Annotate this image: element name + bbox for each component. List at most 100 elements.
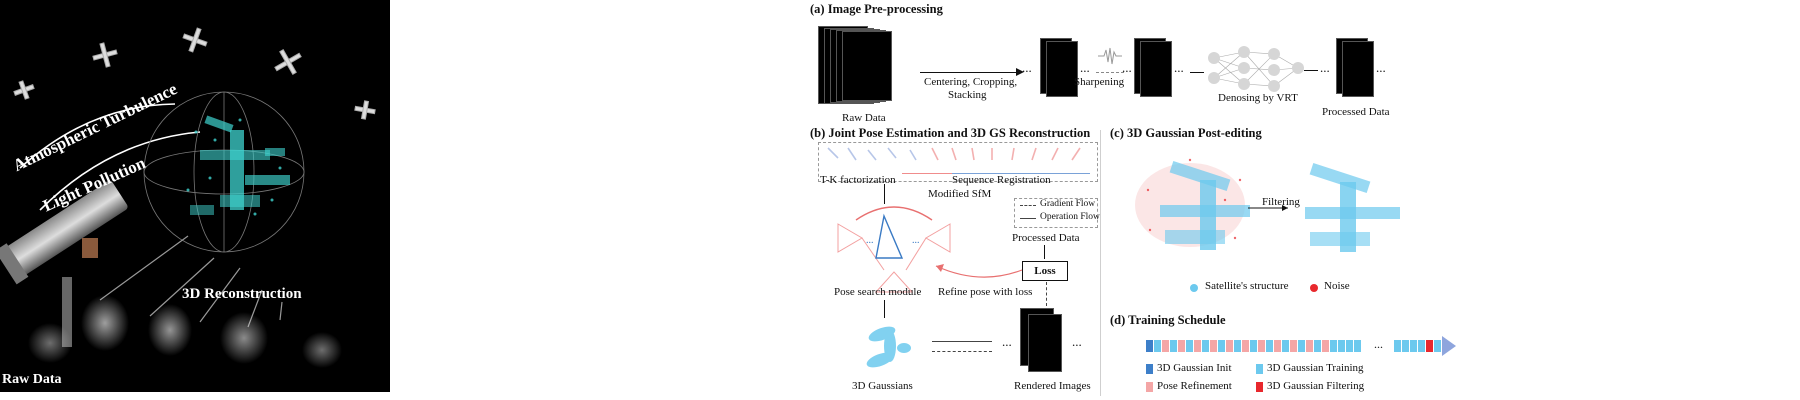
schedule-arrow-icon xyxy=(1442,336,1456,356)
svg-text:...: ... xyxy=(866,235,874,246)
reconstruction-label: 3D Reconstruction xyxy=(182,286,302,302)
schedule-cell xyxy=(1354,340,1362,352)
schedule-cell xyxy=(1322,340,1330,352)
schedule-cell xyxy=(1178,340,1186,352)
schedule-cell xyxy=(1234,340,1242,352)
arrow-to-loss xyxy=(1044,245,1045,259)
schedule-cell xyxy=(1298,340,1306,352)
schedule-cell xyxy=(1290,340,1298,352)
ellipsis-1: ... xyxy=(1022,60,1032,75)
ellipsis-7: ... xyxy=(1002,334,1012,349)
gaussians-label: 3D Gaussians xyxy=(852,380,913,392)
telescope-icon xyxy=(0,180,128,347)
schedule-cell xyxy=(1250,340,1258,352)
schedule-init xyxy=(1146,340,1154,352)
loss-label: Loss xyxy=(1034,265,1056,277)
structure-dot-icon xyxy=(1190,284,1198,292)
arrow-to-vrt xyxy=(1190,72,1204,73)
frames-centered xyxy=(1040,38,1080,98)
schedule-cell xyxy=(1170,340,1178,352)
schedule-cell xyxy=(1186,340,1194,352)
schedule-cell xyxy=(1258,340,1266,352)
sfm-box xyxy=(818,142,1098,182)
processed-data-b-label: Processed Data xyxy=(1012,232,1080,244)
schedule-cell xyxy=(1202,340,1210,352)
arrow-to-processed xyxy=(1304,70,1318,71)
refine-arrow xyxy=(935,264,1023,278)
schedule-cell xyxy=(1346,340,1354,352)
noisy-cloud xyxy=(1135,161,1250,250)
ellipsis-5: ... xyxy=(1320,60,1330,75)
frames-sharpened xyxy=(1134,38,1174,98)
filtering-label: Filtering xyxy=(1262,196,1300,208)
schedule-cell xyxy=(1314,340,1322,352)
schedule-bar xyxy=(1146,340,1362,352)
section-divider xyxy=(1100,130,1101,396)
schedule-bar-end xyxy=(1394,340,1442,352)
legend-training-label: 3D Gaussian Training xyxy=(1267,362,1364,374)
operation-legend-label: Operation Flow xyxy=(1040,212,1100,222)
operation-legend-line xyxy=(1020,218,1036,219)
sharpening-label: Sharpening xyxy=(1074,76,1125,88)
gaussians-icon xyxy=(866,326,911,368)
raw-data-caption: Raw Data xyxy=(842,112,886,124)
arrow-gauss-left xyxy=(932,351,992,352)
seqreg-label: Sequence Registration xyxy=(952,174,1051,186)
loss-box: Loss xyxy=(1022,261,1068,281)
gradient-legend-line xyxy=(1020,205,1036,206)
schedule-cell xyxy=(1194,340,1202,352)
filtered-cloud xyxy=(1305,163,1400,252)
reconstruction-sphere xyxy=(143,91,305,253)
pose-search-icon: ... ... xyxy=(837,206,951,293)
noise-dot-icon xyxy=(1310,284,1318,292)
dashed-loss-down xyxy=(1046,282,1048,306)
ellipsis-3: ... xyxy=(1122,60,1132,75)
legend-filter-swatch xyxy=(1256,382,1263,392)
neural-network-icon xyxy=(1208,46,1304,92)
tk-label: T-K factorization xyxy=(820,174,896,186)
frames-processed xyxy=(1336,38,1376,98)
gradient-legend-label: Gradient Flow xyxy=(1040,199,1096,209)
schedule-cell xyxy=(1226,340,1234,352)
arrow-pose-down xyxy=(884,300,885,318)
ellipsis-2: ... xyxy=(1080,60,1090,75)
post-editing-illustration xyxy=(1135,158,1400,252)
schedule-cell xyxy=(1338,340,1346,352)
registration-arrow-red xyxy=(902,173,952,174)
processed-data-caption: Processed Data xyxy=(1322,106,1390,118)
flow-legend-box xyxy=(1014,198,1098,228)
blurred-frames xyxy=(28,295,342,368)
observation-illustration xyxy=(0,27,376,368)
legend-pose-swatch xyxy=(1146,382,1153,392)
ellipsis-8: ... xyxy=(1072,334,1082,349)
sfm-label: Modified SfM xyxy=(928,188,992,200)
legend-pose-label: Pose Refinement xyxy=(1157,380,1232,392)
schedule-cell xyxy=(1218,340,1226,352)
schedule-cell xyxy=(1154,340,1162,352)
legend-training-swatch xyxy=(1256,364,1263,374)
structure-label: Satellite's structure xyxy=(1205,280,1289,292)
schedule-filter-cell xyxy=(1426,340,1434,352)
observation-panel: Atmospheric Turbulence Light Pollution 3… xyxy=(0,0,390,392)
arrow-sfm-down xyxy=(884,184,885,204)
dashed-arrow xyxy=(1096,72,1124,73)
schedule-cell xyxy=(1274,340,1282,352)
raw-data-stack xyxy=(818,26,898,106)
schedule-cell xyxy=(1162,340,1170,352)
section-d-title: (d) Training Schedule xyxy=(1110,313,1226,327)
sfm-sequence-icon xyxy=(827,147,1081,161)
schedule-cell xyxy=(1282,340,1290,352)
refine-label: Refine pose with loss xyxy=(938,286,1033,298)
satellite-icon xyxy=(13,27,376,120)
ellipsis-4: ... xyxy=(1174,60,1184,75)
schedule-cell xyxy=(1306,340,1314,352)
section-a-title: (a) Image Pre-processing xyxy=(810,2,943,16)
raw-data-label: Raw Data xyxy=(2,372,62,387)
section-c-title: (c) 3D Gaussian Post-editing xyxy=(1110,126,1262,140)
ellipsis-6: ... xyxy=(1376,60,1386,75)
schedule-cell xyxy=(1210,340,1218,352)
section-b-title: (b) Joint Pose Estimation and 3D GS Reco… xyxy=(810,126,1091,140)
arrow-head-icon xyxy=(1016,68,1024,76)
pose-module-label: Pose search module xyxy=(834,286,922,298)
rendered-frames xyxy=(1020,308,1070,374)
